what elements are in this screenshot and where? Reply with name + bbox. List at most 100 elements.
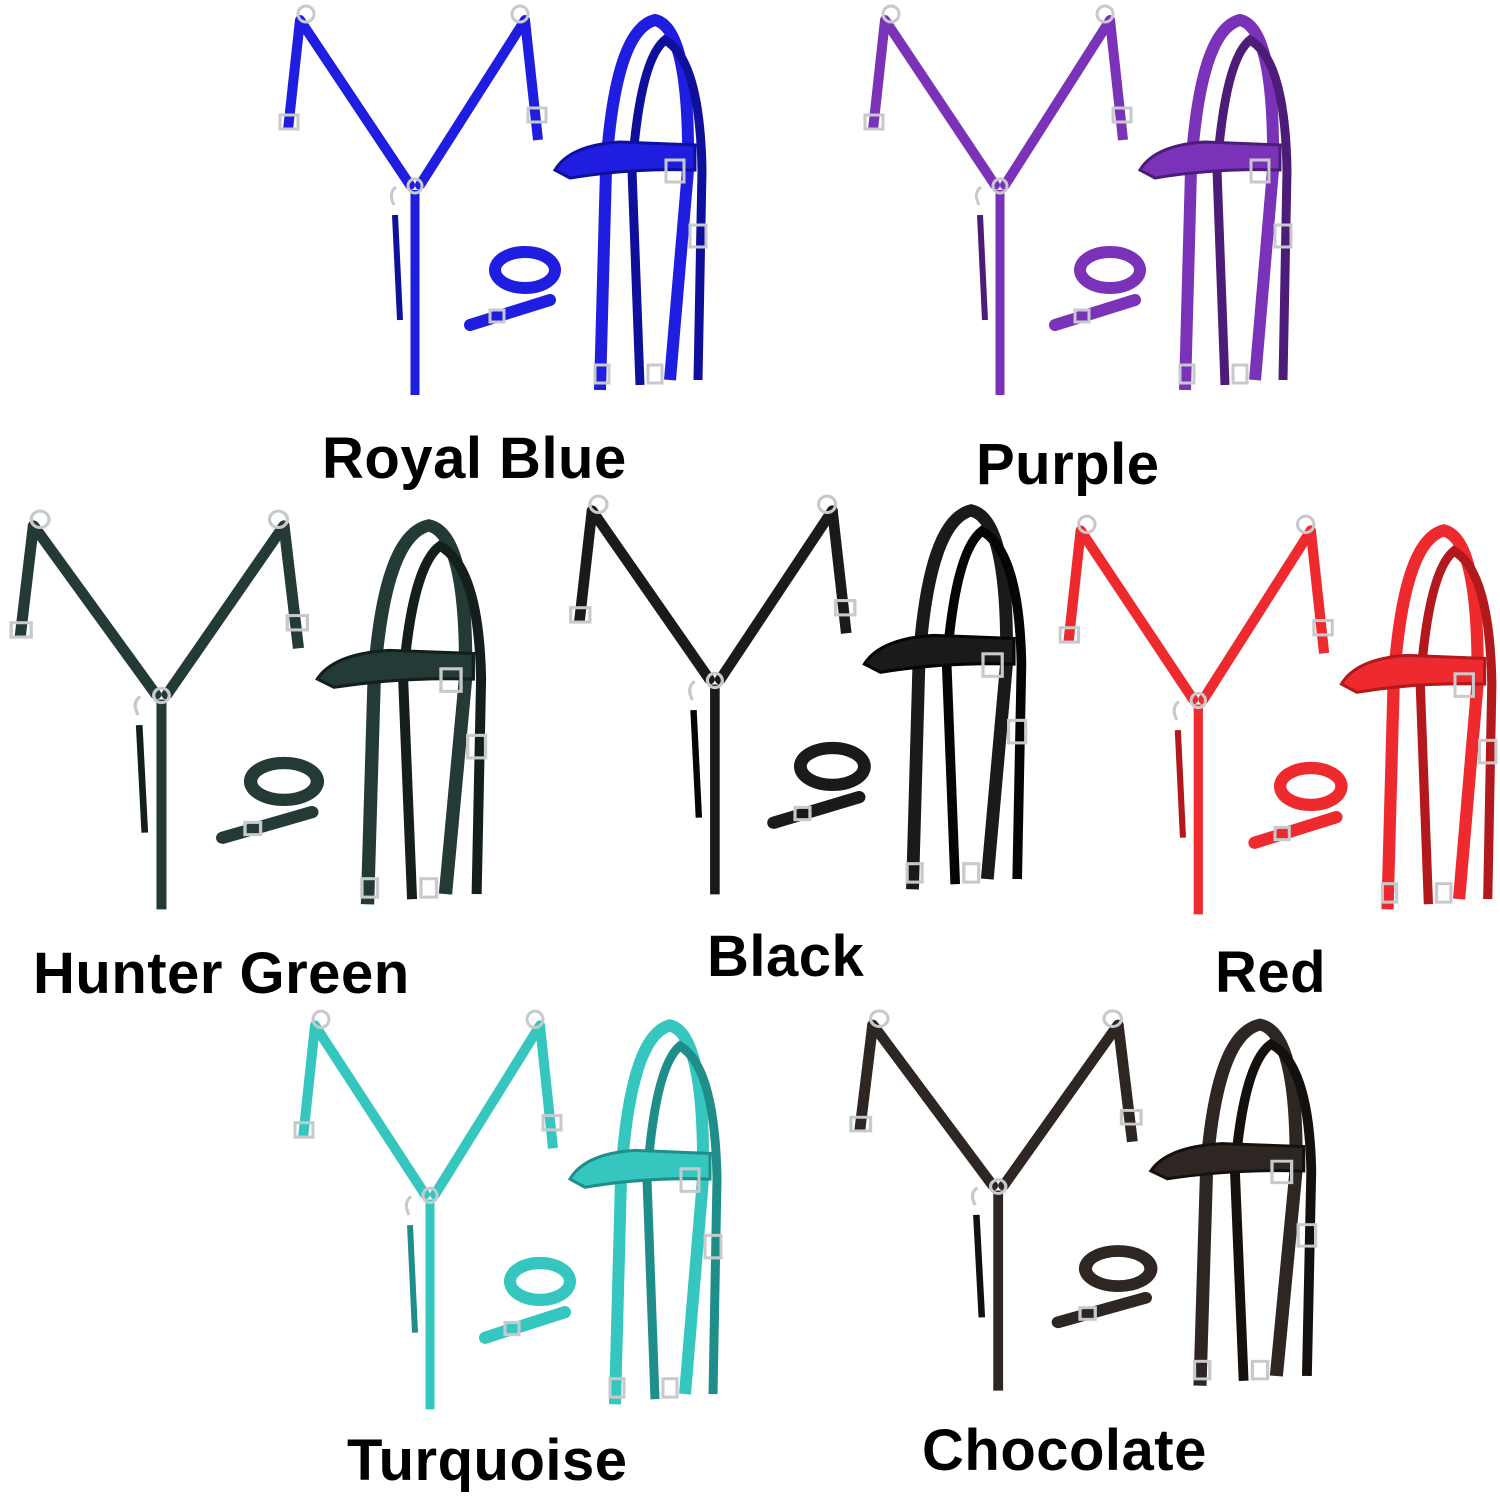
buckle-icon bbox=[1435, 882, 1453, 904]
reins-coil bbox=[1078, 1245, 1158, 1293]
set-royal-blue-image bbox=[278, 4, 708, 395]
snap-hook-icon bbox=[404, 1195, 412, 1216]
buckle-icon bbox=[293, 1121, 315, 1139]
bridle bbox=[552, 13, 708, 391]
reins bbox=[1248, 761, 1348, 849]
reins bbox=[479, 1256, 576, 1344]
reins-coil bbox=[504, 1256, 576, 1307]
tack-set-group bbox=[9, 509, 488, 910]
collar-left-tug bbox=[14, 524, 39, 639]
buckle-icon bbox=[593, 363, 611, 385]
buckle-icon bbox=[1073, 308, 1091, 324]
buckle-icon bbox=[661, 1377, 679, 1399]
buckle-icon bbox=[1078, 1306, 1097, 1321]
reins-coil bbox=[489, 246, 561, 294]
collar-left-tug bbox=[868, 19, 890, 131]
d-ring-icon bbox=[29, 509, 51, 530]
label-turquoise: Turquoise bbox=[347, 1428, 628, 1493]
bridle bbox=[1148, 1018, 1318, 1386]
reins-end bbox=[1248, 811, 1343, 849]
bridle bbox=[862, 504, 1028, 890]
tack-set-group bbox=[293, 1009, 723, 1410]
buckle-icon bbox=[439, 667, 463, 693]
collar-right-tug bbox=[1105, 19, 1128, 141]
set-purple-image bbox=[863, 4, 1293, 395]
set-turquoise-image bbox=[293, 1009, 723, 1410]
buckle-icon bbox=[833, 599, 857, 617]
buckle-icon bbox=[1380, 882, 1399, 904]
set-chocolate-image bbox=[849, 1009, 1318, 1391]
collar-left-tug bbox=[298, 1024, 320, 1139]
d-ring-icon bbox=[1102, 1009, 1124, 1028]
collar-left-tug bbox=[573, 509, 598, 624]
reins-end bbox=[1049, 294, 1141, 331]
d-ring-icon bbox=[588, 494, 609, 515]
buckle-icon bbox=[285, 614, 310, 632]
buckle-icon bbox=[664, 158, 686, 184]
o-ring-icon bbox=[421, 1186, 439, 1205]
buckle-icon bbox=[503, 1320, 521, 1337]
reins bbox=[1051, 1245, 1158, 1329]
bridle bbox=[315, 519, 488, 905]
collar-right-strap bbox=[430, 1020, 545, 1200]
reins-coil bbox=[1273, 761, 1348, 812]
bridle-crown-right bbox=[642, 1040, 722, 1400]
bridle-browband bbox=[1148, 1142, 1306, 1181]
bridle-crown-left bbox=[1179, 13, 1280, 391]
o-ring-icon bbox=[152, 686, 171, 705]
buckle-icon bbox=[608, 1377, 626, 1399]
collar-snap-strap bbox=[407, 1224, 418, 1333]
buckle-icon bbox=[962, 862, 981, 884]
buckle-icon bbox=[569, 606, 592, 624]
d-ring-icon bbox=[868, 1009, 890, 1028]
d-ring-icon bbox=[881, 4, 901, 24]
bridle-crown-left bbox=[1381, 524, 1484, 910]
buckle-icon bbox=[1250, 1359, 1270, 1381]
collar-left-tug bbox=[1063, 529, 1086, 644]
collar-left-strap bbox=[1075, 525, 1199, 705]
buckle-icon bbox=[1453, 672, 1475, 698]
bridle-browband bbox=[552, 140, 697, 180]
snap-hook-icon bbox=[974, 185, 982, 206]
buckle-icon bbox=[1231, 363, 1249, 385]
collar-left-strap bbox=[586, 505, 715, 685]
reins bbox=[1049, 246, 1146, 331]
buckle-icon bbox=[905, 862, 924, 884]
bridle-crown-right bbox=[1229, 1038, 1317, 1381]
d-ring-icon bbox=[311, 1009, 331, 1030]
collar-right-strap bbox=[1198, 525, 1316, 705]
collar-left-tug bbox=[854, 1023, 879, 1133]
set-red-image bbox=[1058, 514, 1498, 915]
buckle-icon bbox=[849, 1115, 873, 1133]
label-chocolate: Chocolate bbox=[922, 1418, 1207, 1483]
reins-end bbox=[1051, 1292, 1153, 1329]
reins bbox=[464, 246, 561, 331]
reins-end bbox=[464, 294, 556, 331]
collar-right-tug bbox=[278, 524, 304, 649]
collar-left-strap bbox=[27, 520, 162, 700]
buckle-icon bbox=[466, 733, 488, 760]
snap-hook-icon bbox=[1172, 700, 1180, 721]
d-ring-icon bbox=[267, 509, 289, 530]
buckle-icon bbox=[688, 223, 708, 249]
bridle-crown-right bbox=[398, 540, 487, 900]
buckle-icon bbox=[9, 621, 33, 639]
collar-snap-strap bbox=[690, 709, 703, 818]
o-ring-icon bbox=[988, 1178, 1008, 1195]
bridle-browband bbox=[1137, 140, 1282, 180]
bridle bbox=[1339, 524, 1498, 910]
buckle-icon bbox=[419, 877, 439, 899]
bridle bbox=[1137, 13, 1293, 391]
o-ring-icon bbox=[406, 177, 424, 195]
reins-coil bbox=[243, 756, 325, 807]
reins bbox=[767, 741, 871, 829]
label-red: Red bbox=[1215, 940, 1327, 1005]
breast-collar bbox=[293, 1009, 563, 1410]
collar-left-strap bbox=[880, 15, 1000, 190]
bridle-crown-right bbox=[941, 525, 1027, 885]
collar-right-tug bbox=[535, 1024, 558, 1149]
breast-collar bbox=[278, 4, 548, 395]
tack-set-group bbox=[849, 1009, 1318, 1391]
buckle-icon bbox=[1273, 825, 1291, 842]
